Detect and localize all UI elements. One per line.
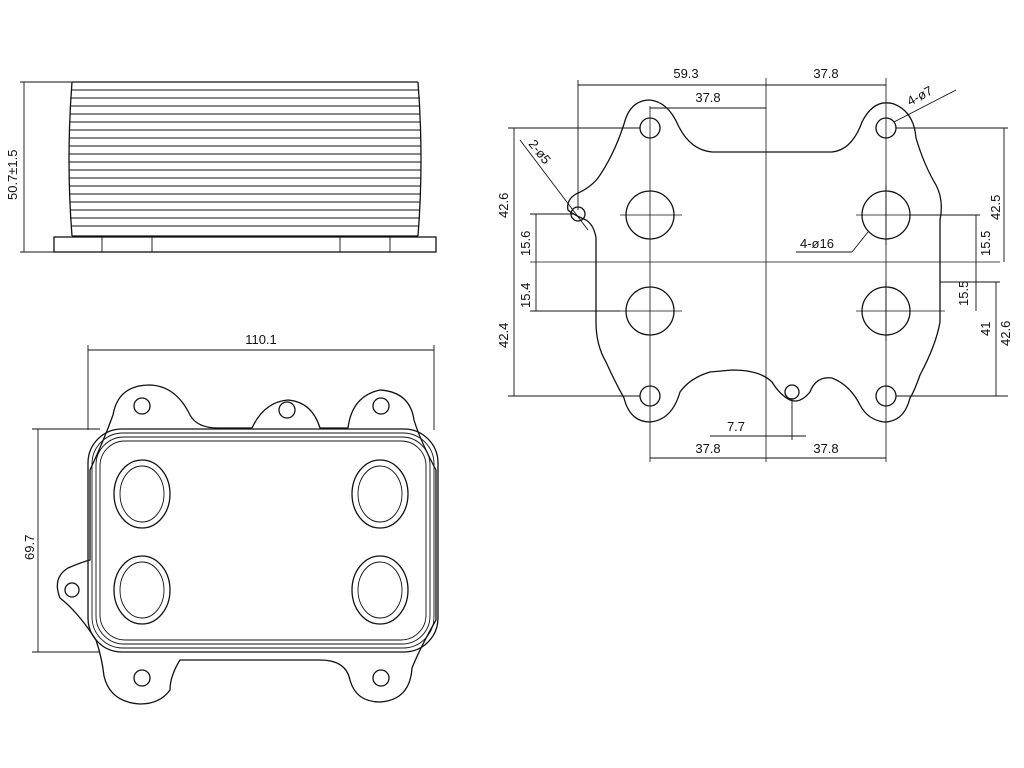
top-right-dim-label: 37.8	[813, 66, 838, 81]
top-dimensions: 59.3 37.8 37.8	[577, 66, 886, 210]
locating-holes-callout: 2-ø5	[526, 137, 554, 167]
top-inner-dim-label: 37.8	[695, 90, 720, 105]
top-left-dim-label: 59.3	[673, 66, 698, 81]
bottom-view: 110.1 69.7	[22, 332, 439, 705]
mounting-holes	[64, 397, 390, 687]
port-holes	[625, 190, 911, 336]
height-dimension: 69.7	[22, 428, 100, 653]
gasket-outer	[87, 428, 439, 653]
left-upper-dim-label: 42.6	[496, 193, 511, 218]
width-dimension: 110.1	[87, 332, 435, 430]
offset-dim-label: 7.7	[727, 419, 745, 434]
bottom-left-dim-label: 37.8	[695, 441, 720, 456]
width-dim-label: 110.1	[245, 332, 277, 347]
side-view: 50.7±1.5	[5, 81, 437, 253]
left-lower-dim-label: 42.4	[496, 323, 511, 348]
right-inner-upper-dim-label: 15.5	[978, 231, 993, 256]
bottom-dimensions: 37.8 37.8 7.7	[650, 398, 886, 459]
right-dimensions: 42.5 42.6 41 15.5 15.5	[896, 127, 1013, 397]
outer-flange-outline	[56, 384, 437, 705]
small-holes-callout: 4-ø7	[904, 83, 935, 109]
height-dim-label: 50.7±1.5	[5, 149, 20, 200]
locating-holes	[570, 206, 800, 400]
left-inner-upper-dim-label: 15.6	[518, 231, 533, 256]
flange-view: 59.3 37.8 37.8 37.8 37.8 7.7 42.6 42.4 1…	[496, 66, 1013, 462]
flange-outline	[567, 99, 942, 423]
left-dimensions: 42.6 42.4 15.6 15.4	[496, 127, 640, 397]
right-lower-dim-label: 42.6	[998, 321, 1013, 346]
right-41-dim-label: 41	[978, 322, 993, 336]
left-inner-lower-dim-label: 15.4	[518, 283, 533, 308]
port-openings	[113, 459, 409, 625]
height-dim-label: 69.7	[22, 535, 37, 560]
cooler-fin-stack	[68, 81, 422, 237]
base-plate	[53, 236, 437, 253]
height-dimension: 50.7±1.5	[5, 81, 72, 253]
ports-callout: 4-ø16	[800, 236, 834, 251]
right-upper-dim-label: 42.5	[988, 195, 1003, 220]
right-inner-lower-dim-label: 15.5	[956, 281, 971, 306]
center-lines	[530, 78, 1000, 462]
bottom-right-dim-label: 37.8	[813, 441, 838, 456]
